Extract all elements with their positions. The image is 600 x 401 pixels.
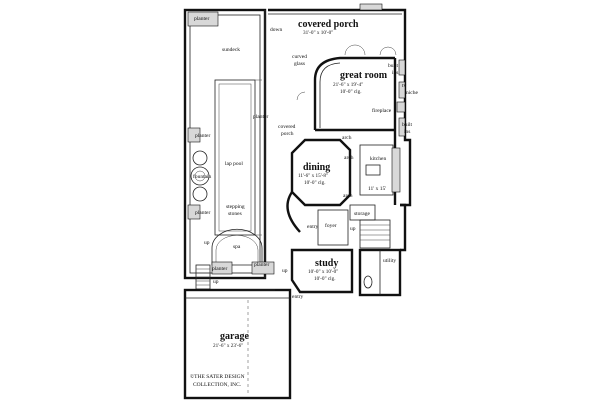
foyer-label: foyer	[325, 222, 337, 229]
covered-porch-title: covered porch	[298, 19, 359, 30]
planter-left-1-label: planter	[195, 133, 210, 139]
copyright-line-2: COLLECTION, INC.	[193, 382, 242, 388]
stepping-stones-label-2: stones	[228, 211, 242, 217]
covered-porch-dim: 31'-0" x 10'-0"	[303, 30, 333, 36]
great-room-title: great room	[340, 70, 388, 81]
great-room-clg: 10'-0" clg.	[340, 89, 362, 95]
house-walls	[268, 3, 412, 297]
built-label-2: ins	[392, 70, 398, 76]
planter-bottom-1-label: planter	[212, 266, 227, 272]
dining-clg: 10'-0" clg.	[304, 180, 326, 186]
spa	[211, 228, 263, 266]
built-ins-label-1: built	[402, 122, 413, 128]
planter-left-2-label: planter	[195, 210, 210, 216]
entry-label-2: entry	[292, 294, 304, 300]
stepping-stones-label-1: stepping	[226, 204, 245, 210]
great-room-dim: 21'-6" x 19'-4"	[333, 82, 363, 88]
planter-bottom-1	[211, 261, 233, 275]
tv-label-1: tv	[402, 83, 407, 89]
planter-mid-label: planter	[253, 114, 268, 120]
study-dim: 10'-0" x 10'-0"	[308, 269, 338, 275]
fireplace-hearth	[396, 101, 406, 113]
arch-label-3: arch	[343, 193, 353, 199]
spa-label: spa	[233, 244, 241, 250]
curved-glass-label-2: glass	[294, 61, 305, 67]
sundeck-label: sundeck	[222, 47, 240, 53]
porch-doors	[296, 44, 397, 101]
fireplace-label: fireplace	[372, 107, 392, 114]
up-label-4: up	[282, 268, 288, 274]
up-label-1: up	[350, 226, 356, 232]
storage-label: storage	[354, 211, 370, 217]
planter-top-label: planter	[194, 16, 209, 22]
built-ins-label-2: ins	[404, 129, 410, 135]
kitchen-dim: 11' x 15'	[368, 186, 386, 192]
study-title: study	[315, 258, 338, 269]
planter-top	[187, 11, 219, 27]
curved-glass-label-1: curved	[292, 54, 307, 60]
utility-label: utility	[383, 258, 396, 264]
up-label-2: up	[204, 240, 210, 246]
arch-label-1: arch	[342, 135, 352, 141]
tv-niche	[398, 81, 406, 99]
copyright-line-1: ©THE SATER DESIGN	[190, 373, 245, 380]
planter-left-2	[187, 204, 201, 220]
tv-label-2: niche	[406, 90, 418, 96]
garage-dim: 21'-6" x 23'-6"	[213, 343, 243, 349]
lap-pool-label: lap pool	[225, 161, 243, 167]
built-ins-lower	[398, 117, 406, 137]
dining-title: dining	[303, 162, 330, 173]
study-clg: 10'-0" clg.	[314, 276, 336, 282]
built-label-1: built	[388, 63, 399, 69]
stairs-left	[195, 264, 211, 290]
up-label-3: up	[213, 279, 219, 285]
entry-label-1: entry	[307, 224, 319, 230]
planter-bottom-2-label: planter	[254, 262, 269, 268]
covered-porch-side-label-1: covered	[278, 124, 296, 130]
planter-left-1	[187, 127, 201, 143]
built-ins-top	[398, 59, 406, 76]
down-label: down	[270, 27, 282, 33]
garage	[183, 288, 292, 400]
dining-dim: 11'-6" x 15'-8"	[298, 173, 328, 179]
planter-bottom-2	[251, 261, 275, 275]
garage-title: garage	[220, 331, 249, 342]
fountain-label: fountain	[193, 173, 212, 180]
kitchen-title: kitchen	[370, 156, 386, 162]
fountain	[190, 150, 210, 202]
covered-porch-side-label-2: porch	[281, 131, 294, 137]
arch-label-2: arch	[344, 155, 354, 161]
lap-pool	[214, 79, 262, 236]
